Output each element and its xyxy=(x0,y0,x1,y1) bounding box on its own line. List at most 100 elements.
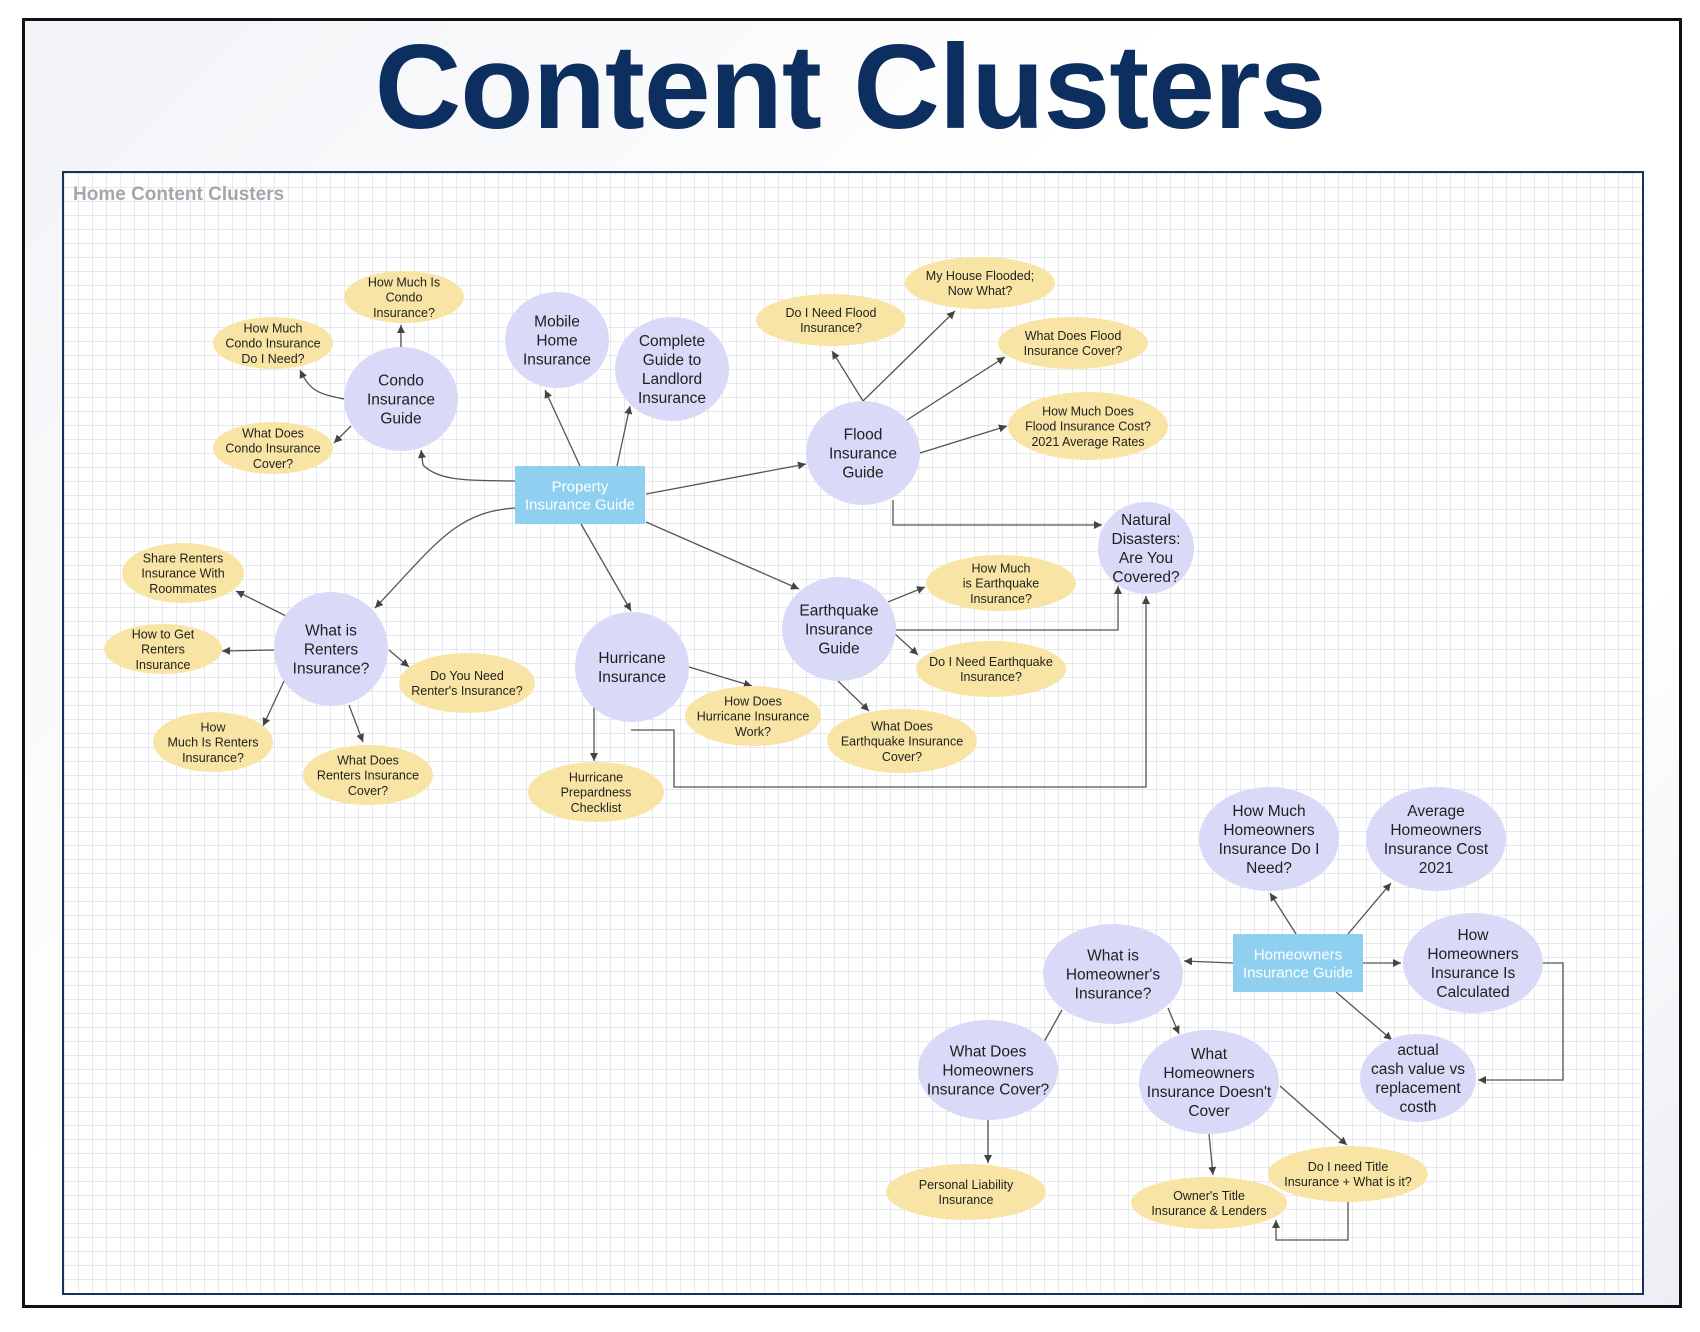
question-bubble xyxy=(303,745,433,805)
node-label-line: Insurance? xyxy=(373,306,435,320)
node-label-line: Work? xyxy=(735,725,771,739)
topic-bubble xyxy=(1366,787,1506,891)
node-label-line: Condo xyxy=(378,373,424,390)
node-label-line: What is xyxy=(305,623,357,640)
question-bubble xyxy=(916,641,1066,697)
node-label-line: Insurance xyxy=(136,658,191,672)
node-label-line: Insurance Guide xyxy=(525,497,635,514)
node-label-line: What Does Flood xyxy=(1025,329,1122,343)
node-label-line: What Does xyxy=(950,1044,1027,1061)
topic-bubble xyxy=(1139,1030,1279,1134)
node-label-line: Insurance xyxy=(805,622,873,639)
node-label-line: Insurance Is xyxy=(1431,965,1516,982)
question-bubble xyxy=(998,317,1148,369)
node-label-line: Earthquake Insurance xyxy=(841,735,963,749)
node-label-line: Are You xyxy=(1119,550,1173,567)
node-label-line: Insurance Cover? xyxy=(1024,344,1123,358)
node-label-line: Renters Insurance xyxy=(317,769,419,783)
node-label-line: What Does xyxy=(242,426,304,440)
node-label-line: cash value vs xyxy=(1371,1061,1465,1078)
node-label-line: Complete xyxy=(639,333,705,350)
edge-property-to-earthquake xyxy=(645,521,800,590)
node-label-line: Insurance Guide xyxy=(1243,965,1353,982)
topic-bubble xyxy=(344,347,458,451)
node-label-line: Guide xyxy=(842,464,883,481)
node-label-line: Insurance & Lenders xyxy=(1151,1204,1266,1218)
node-label-line: Much Is Renters xyxy=(167,736,258,750)
node-label-line: 2021 xyxy=(1419,860,1453,877)
node-label-line: Cover? xyxy=(348,784,388,798)
edge-flood-to-flood_house xyxy=(862,310,956,402)
node-label-line: Owner's Title xyxy=(1173,1189,1245,1203)
node-flood-house[interactable]: My House Flooded;Now What? xyxy=(905,257,1055,309)
node-label-line: Share Renters xyxy=(143,551,224,565)
edge-renters-to-renters_need xyxy=(388,649,410,668)
node-label-line: Landlord xyxy=(642,371,702,388)
topic-bubble xyxy=(1403,913,1543,1013)
edge-renters-to-renters_much xyxy=(262,678,286,727)
node-label-line: How Much Is xyxy=(368,275,440,289)
node-label-line: Insurance? xyxy=(182,751,244,765)
edge-renters-to-renters_cover xyxy=(348,704,364,743)
node-label-line: Guide xyxy=(380,410,421,427)
node-label-line: Insurance xyxy=(523,351,591,368)
diagram-title: Home Content Clusters xyxy=(73,184,285,205)
edge-property-to-flood xyxy=(645,461,807,495)
question-bubble xyxy=(1268,1146,1428,1202)
edge-homeowners-to-ho_acv xyxy=(1335,991,1393,1041)
node-label-line: Property xyxy=(552,478,609,495)
node-label-line: What Does xyxy=(871,719,933,733)
question-bubble xyxy=(344,271,464,323)
question-bubble xyxy=(756,294,906,346)
node-label-line: How Much xyxy=(243,321,302,335)
question-bubble xyxy=(399,653,535,713)
node-label-line: Prepardness xyxy=(561,786,632,800)
node-label-line: Homeowner's xyxy=(1066,967,1161,984)
node-label-line: Insurance xyxy=(939,1193,994,1207)
node-label-line: Natural xyxy=(1121,512,1171,529)
node-label-line: Renters xyxy=(141,643,185,657)
edge-ho_title_need-to-ho_title_own xyxy=(1272,1202,1349,1241)
node-label-line: Cover xyxy=(1188,1103,1229,1120)
node-label-line: Insurance Do I xyxy=(1219,841,1320,858)
edge-property-to-landlord xyxy=(616,405,633,467)
edge-earthquake-to-eq_need xyxy=(894,633,919,656)
